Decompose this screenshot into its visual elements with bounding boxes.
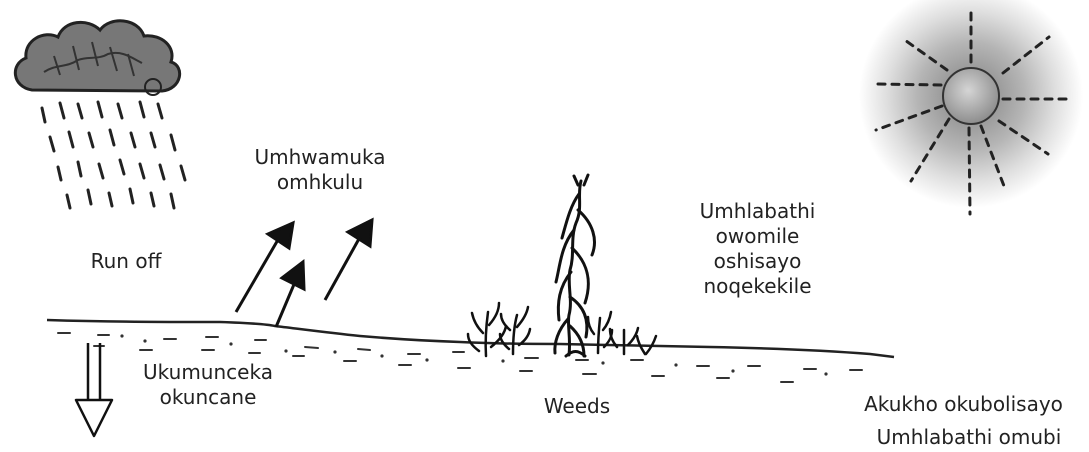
evaporation-line-1: Umhwamuka — [245, 145, 395, 170]
infiltration-line-1: Ukumunceka — [128, 360, 288, 385]
infiltration-label: Ukumunceka okuncane — [128, 360, 288, 410]
weeds-text: Weeds — [544, 394, 610, 418]
maize-plant-icon — [555, 175, 595, 356]
no-cover-text: Akukho okubolisayo — [864, 392, 1063, 416]
bad-soil-text: Umhlabathi omubi — [877, 425, 1062, 449]
soil-line-2: owomile — [675, 224, 840, 249]
soil-line-1: Umhlabathi — [675, 199, 840, 224]
soil-condition-label: Umhlabathi owomile oshisayo noqekekile — [675, 199, 840, 299]
downward-arrow-icon — [76, 343, 112, 436]
run-off-text: Run off — [91, 249, 162, 273]
infiltration-line-2: okuncane — [128, 385, 288, 410]
evaporation-label: Umhwamuka omhkulu — [245, 145, 395, 195]
sun-icon — [859, 0, 1083, 214]
no-cover-label: Akukho okubolisayo — [846, 392, 1081, 417]
soil-line-3: oshisayo — [675, 249, 840, 274]
run-off-label: Run off — [76, 249, 176, 274]
evaporation-line-2: omhkulu — [245, 170, 395, 195]
evaporation-arrow-icon — [236, 220, 372, 327]
bad-soil-label: Umhlabathi omubi — [864, 425, 1074, 450]
rain-cloud-icon — [15, 21, 185, 208]
weeds-label: Weeds — [522, 394, 632, 419]
soil-line-4: noqekekile — [675, 274, 840, 299]
